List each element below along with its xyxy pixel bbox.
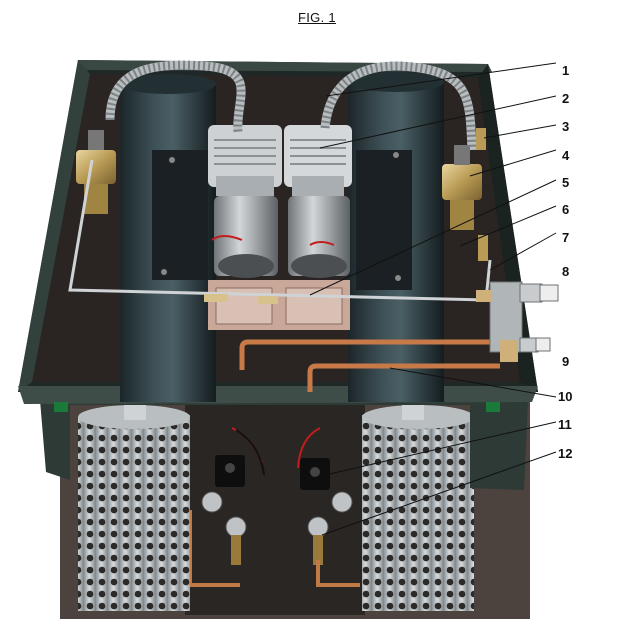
perforated-silencer-right: [362, 402, 474, 611]
compressor-motor-left: [211, 196, 278, 278]
compressor-motor-right: [288, 196, 350, 278]
sieve-bed-cylinder-right: [348, 72, 444, 402]
copper-tube-lower: [307, 363, 500, 392]
callout-number-12: 12: [558, 446, 573, 461]
solenoid-valve-left: [215, 427, 265, 487]
sieve-bed-cylinder-left: [120, 74, 216, 402]
brass-pressure-valve-left: [76, 130, 116, 214]
braided-hose-right: [320, 61, 477, 151]
callout-number-11: 11: [558, 417, 572, 432]
callout-number-3: 3: [562, 119, 570, 134]
valve-manifold-block: [208, 280, 350, 330]
brass-pressure-valve-right: [442, 145, 482, 230]
callout-number-5: 5: [562, 175, 570, 190]
figure-title: FIG. 1: [298, 10, 336, 25]
solenoid-valve-right: [297, 427, 330, 490]
outlet-fitting-9: [519, 337, 551, 353]
callout-number-4: 4: [562, 148, 570, 163]
leader-lines: [309, 62, 557, 536]
valve-handwheel-right: [307, 491, 353, 565]
copper-tube-upper: [239, 339, 492, 370]
callout-number-10: 10: [558, 389, 573, 404]
outlet-manifold: [476, 281, 523, 362]
steel-tube: [68, 159, 492, 302]
perforated-silencer-left: [78, 402, 190, 611]
callout-number-1: 1: [562, 63, 570, 78]
callout-number-9: 9: [562, 354, 570, 369]
callout-number-8: 8: [562, 264, 570, 279]
callout-number-7: 7: [562, 230, 570, 245]
compressor-head-left: [208, 125, 282, 196]
compressor-head-right: [284, 125, 352, 196]
callout-number-6: 6: [562, 202, 570, 217]
outlet-fitting-8: [519, 283, 559, 303]
valve-handwheel-left: [201, 491, 247, 565]
callout-number-2: 2: [562, 91, 570, 106]
